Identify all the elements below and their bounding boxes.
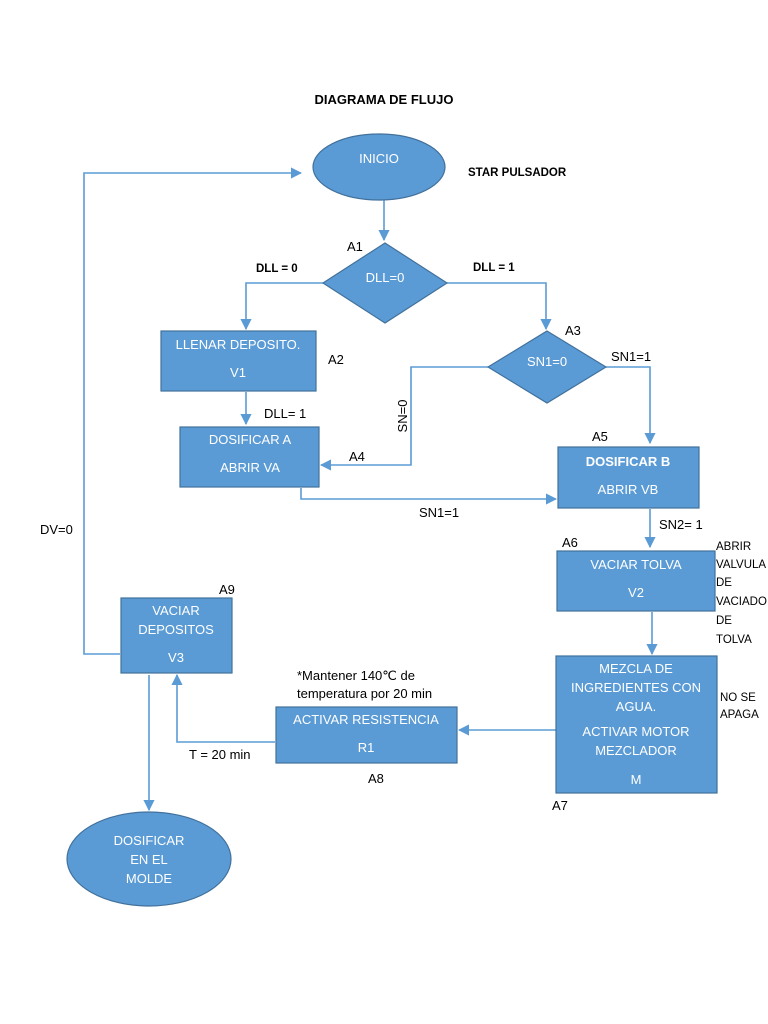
- process-a7: MEZCLA DE INGREDIENTES CON AGUA. ACTIVAR…: [555, 655, 718, 794]
- svg-text:DE: DE: [716, 577, 732, 589]
- svg-text:A8: A8: [368, 771, 384, 786]
- svg-text:SN1=1: SN1=1: [611, 349, 651, 364]
- start-node: INICIO: [312, 133, 446, 201]
- process-a8: ACTIVAR RESISTENCIA R1: [275, 706, 458, 764]
- svg-text:SN1=0: SN1=0: [527, 354, 567, 369]
- process-a2: LLENAR DEPOSITO. V1: [160, 330, 317, 392]
- no-se-apaga-note: NO SE APAGA: [720, 692, 759, 721]
- svg-text:A9: A9: [219, 582, 235, 597]
- svg-text:A4: A4: [349, 449, 365, 464]
- svg-text:A6: A6: [562, 535, 578, 550]
- svg-text:MEZCLA DE: MEZCLA DE: [599, 661, 673, 676]
- arrow-a8-to-a9: [171, 673, 275, 743]
- arrow-a1-to-a2: [240, 282, 323, 331]
- arrow-a3-to-a5: [606, 366, 656, 445]
- svg-text:DLL = 0: DLL = 0: [256, 263, 298, 275]
- svg-text:DEPOSITOS: DEPOSITOS: [138, 622, 214, 637]
- svg-text:A3: A3: [565, 323, 581, 338]
- svg-text:V2: V2: [628, 585, 644, 600]
- svg-text:ABRIR VA: ABRIR VA: [220, 460, 280, 475]
- svg-text:STAR PULSADOR: STAR PULSADOR: [468, 167, 567, 179]
- arrow-a9-to-inicio: [83, 167, 303, 655]
- svg-text:INICIO: INICIO: [359, 151, 399, 166]
- svg-text:DV=0: DV=0: [40, 522, 73, 537]
- svg-text:ACTIVAR MOTOR: ACTIVAR MOTOR: [582, 724, 689, 739]
- process-a6: VACIAR TOLVA V2: [556, 550, 716, 612]
- svg-text:T = 20 min: T = 20 min: [189, 747, 251, 762]
- arrow-a1-to-a3: [447, 282, 552, 331]
- decision-a3: SN1=0: [486, 330, 608, 404]
- svg-text:A2: A2: [328, 352, 344, 367]
- decision-a1: DLL=0: [321, 242, 449, 324]
- svg-text:V3: V3: [168, 650, 184, 665]
- svg-text:VACIAR TOLVA: VACIAR TOLVA: [590, 557, 682, 572]
- svg-text:ABRIR: ABRIR: [716, 541, 751, 553]
- svg-text:DE: DE: [716, 615, 732, 627]
- page-title: DIAGRAMA DE FLUJO: [315, 92, 454, 107]
- svg-text:DLL=0: DLL=0: [366, 270, 405, 285]
- svg-text:NO SE: NO SE: [720, 692, 756, 704]
- process-a5: DOSIFICAR B ABRIR VB: [557, 446, 700, 509]
- svg-text:DLL = 1: DLL = 1: [473, 262, 515, 274]
- svg-text:R1: R1: [358, 740, 375, 755]
- svg-text:ACTIVAR RESISTENCIA: ACTIVAR RESISTENCIA: [293, 712, 439, 727]
- edge-labels: STAR PULSADOR DLL = 0 DLL = 1 DLL= 1 SN1…: [40, 167, 703, 762]
- svg-text:EN EL: EN EL: [130, 852, 168, 867]
- arrow-a4-to-a5: [300, 488, 558, 505]
- svg-text:DOSIFICAR: DOSIFICAR: [114, 833, 185, 848]
- svg-text:APAGA: APAGA: [720, 709, 759, 721]
- svg-text:SN2= 1: SN2= 1: [659, 517, 703, 532]
- process-a9: VACIAR DEPOSITOS V3: [120, 597, 233, 674]
- svg-text:TOLVA: TOLVA: [716, 634, 752, 646]
- svg-text:V1: V1: [230, 365, 246, 380]
- svg-text:A5: A5: [592, 429, 608, 444]
- arrow-a3-to-a4: [319, 366, 488, 471]
- svg-text:MOLDE: MOLDE: [126, 871, 173, 886]
- svg-text:DOSIFICAR B: DOSIFICAR B: [586, 454, 671, 469]
- svg-text:SN1=1: SN1=1: [419, 505, 459, 520]
- abrir-valvula-note: ABRIR VALVULA DE VACIADO DE TOLVA: [716, 541, 767, 646]
- svg-text:LLENAR DEPOSITO.: LLENAR DEPOSITO.: [176, 337, 301, 352]
- connectors: [83, 167, 658, 812]
- svg-text:DOSIFICAR A: DOSIFICAR A: [209, 432, 292, 447]
- svg-text:*Mantener 140℃ de: *Mantener 140℃ de: [297, 668, 415, 683]
- svg-text:DLL= 1: DLL= 1: [264, 406, 306, 421]
- svg-text:MEZCLADOR: MEZCLADOR: [595, 743, 677, 758]
- end-node: DOSIFICAR EN EL MOLDE: [66, 811, 232, 907]
- svg-text:temperatura por 20 min: temperatura por 20 min: [297, 686, 432, 701]
- svg-text:VACIAR: VACIAR: [152, 603, 199, 618]
- svg-text:AGUA.: AGUA.: [616, 699, 656, 714]
- node-tags: A1 A2 A3 A4 A5 A6 A7 A8 A9: [219, 239, 608, 813]
- process-a4: DOSIFICAR A ABRIR VA: [179, 426, 320, 488]
- svg-text:VACIADO: VACIADO: [716, 596, 767, 608]
- svg-text:A7: A7: [552, 798, 568, 813]
- svg-text:ABRIR VB: ABRIR VB: [598, 482, 659, 497]
- svg-text:VALVULA: VALVULA: [716, 559, 766, 571]
- svg-text:SN=0: SN=0: [395, 400, 410, 433]
- svg-text:M: M: [631, 772, 642, 787]
- svg-text:A1: A1: [347, 239, 363, 254]
- svg-text:INGREDIENTES CON: INGREDIENTES CON: [571, 680, 701, 695]
